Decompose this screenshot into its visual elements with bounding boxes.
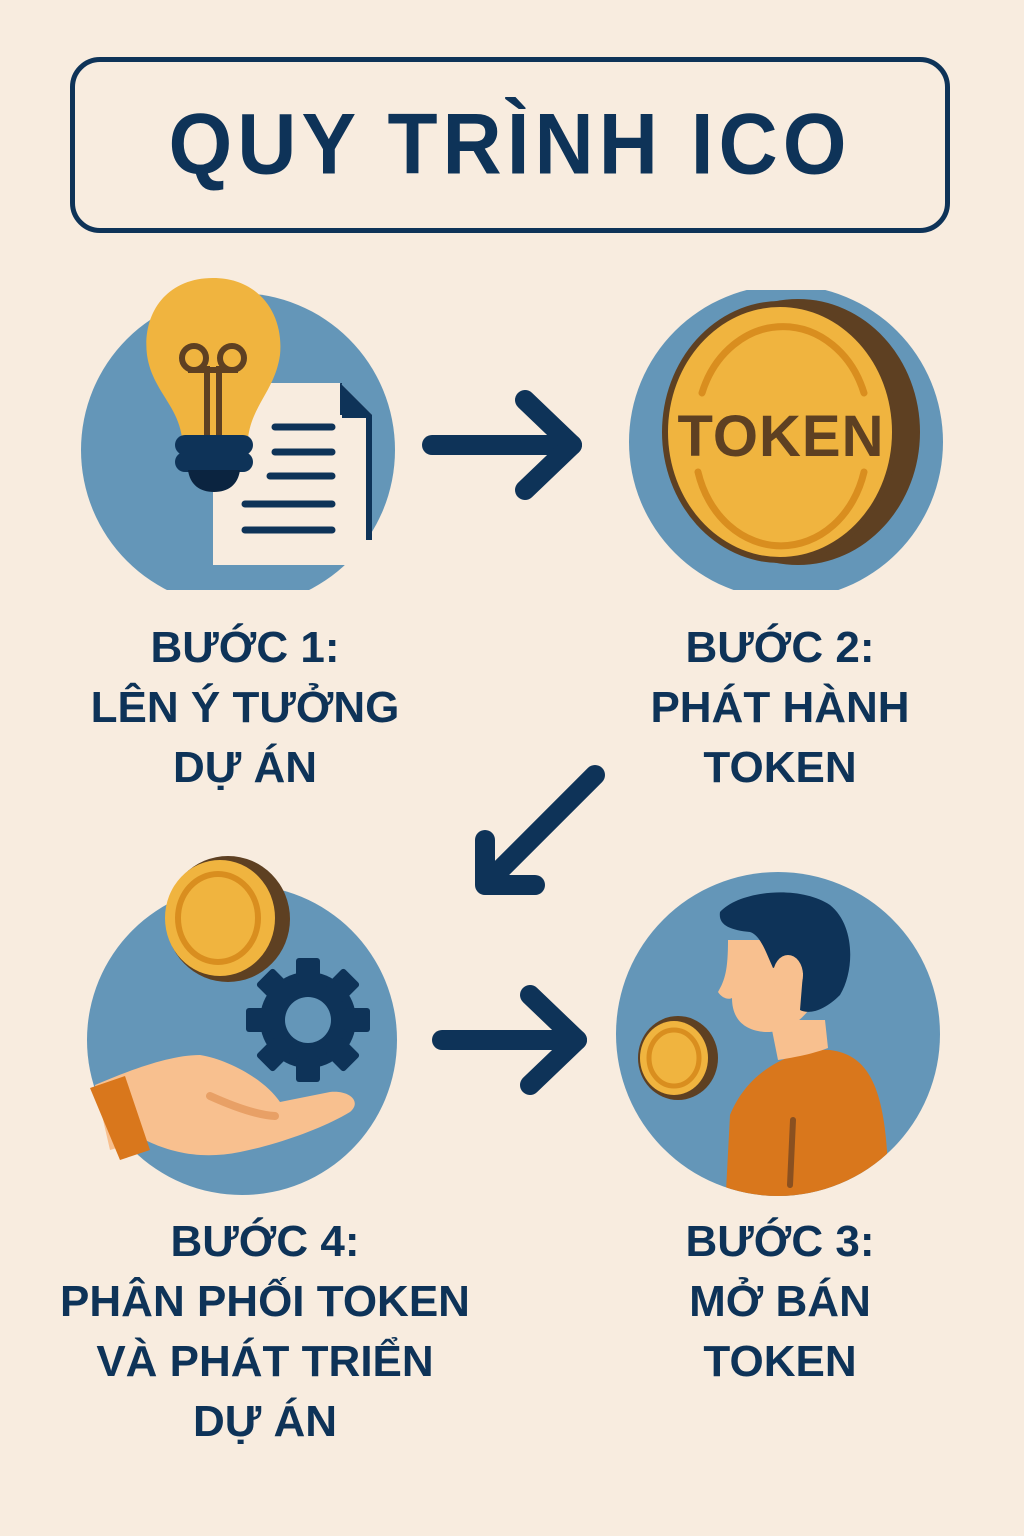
step-4-heading: BƯỚC 4: <box>170 1217 360 1266</box>
step-4-line-1: PHÂN PHỐI TOKEN <box>60 1277 470 1326</box>
arrow-down-left-icon <box>460 750 620 910</box>
step-4-line-3: DỰ ÁN <box>192 1397 338 1446</box>
step-3-line-1: MỞ BÁN <box>689 1277 871 1326</box>
step-2-heading: BƯỚC 2: <box>685 623 875 672</box>
step-2-label: BƯỚC 2: PHÁT HÀNH TOKEN <box>600 618 960 798</box>
token-coin-icon: TOKEN <box>600 285 960 599</box>
title-box: QUY TRÌNH ICO <box>70 57 950 233</box>
step-1-line-1: LÊN Ý TƯỞNG <box>90 683 400 732</box>
step-2-line-1: PHÁT HÀNH <box>650 683 910 732</box>
person-coin-icon <box>600 870 960 1200</box>
coin-label: TOKEN <box>678 404 885 469</box>
step-2-line-2: TOKEN <box>703 743 857 792</box>
step-1-label: BƯỚC 1: LÊN Ý TƯỞNG DỰ ÁN <box>60 618 430 798</box>
step-3-label: BƯỚC 3: MỞ BÁN TOKEN <box>600 1212 960 1392</box>
step-1-line-2: DỰ ÁN <box>172 743 318 792</box>
arrow-right-icon <box>420 385 590 505</box>
hand-coin-gear-icon <box>70 840 450 1200</box>
step-1-heading: BƯỚC 1: <box>150 623 340 672</box>
page-title: QUY TRÌNH ICO <box>168 96 852 193</box>
arrow-right-icon <box>425 980 595 1100</box>
step-4-label: BƯỚC 4: PHÂN PHỐI TOKEN VÀ PHÁT TRIỂN DỰ… <box>30 1212 500 1452</box>
step-4-line-2: VÀ PHÁT TRIỂN <box>96 1337 434 1386</box>
lightbulb-document-icon <box>70 270 420 607</box>
step-3-heading: BƯỚC 3: <box>685 1217 875 1266</box>
step-3-line-2: TOKEN <box>703 1337 857 1386</box>
